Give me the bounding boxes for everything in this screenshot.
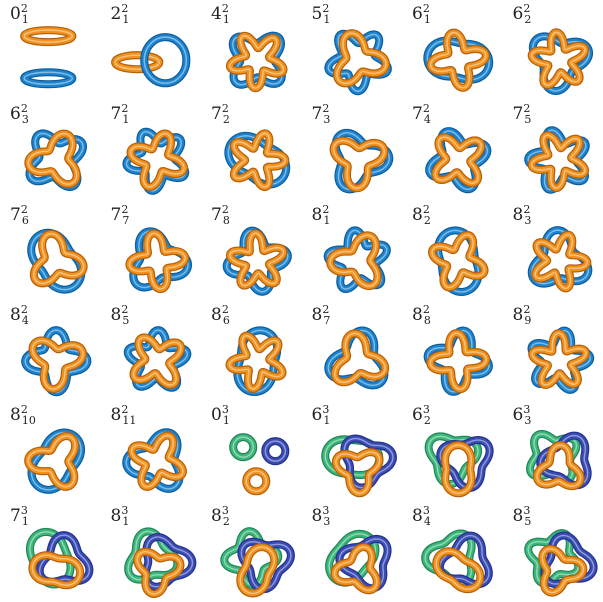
link-cell: 631	[302, 401, 403, 501]
link-diagram	[201, 401, 302, 501]
link-diagram	[0, 100, 101, 200]
link-diagram	[503, 100, 603, 200]
link-diagram	[201, 100, 302, 200]
link-cell: 632	[402, 401, 503, 501]
component-blue	[428, 331, 489, 392]
link-diagram	[402, 301, 503, 401]
component-orange	[133, 337, 181, 385]
link-diagram	[101, 100, 202, 200]
link-cell: 031	[201, 401, 302, 501]
link-cell: 822	[402, 201, 503, 301]
link-diagram	[101, 301, 202, 401]
link-diagram	[101, 502, 202, 602]
link-cell: 831	[101, 502, 202, 602]
link-diagram	[302, 201, 403, 301]
link-cell: 832	[201, 502, 302, 602]
link-cell: 633	[503, 401, 603, 501]
link-cell: 823	[503, 201, 603, 301]
link-diagram	[0, 502, 101, 602]
link-cell: 829	[503, 301, 603, 401]
link-diagram	[503, 502, 603, 602]
link-diagram	[503, 301, 603, 401]
link-cell: 521	[302, 0, 403, 100]
link-cell: 834	[402, 502, 503, 602]
link-cell: 727	[101, 201, 202, 301]
link-diagram	[302, 0, 403, 100]
component-orange	[131, 436, 182, 487]
link-diagram	[101, 201, 202, 301]
link-diagram	[302, 301, 403, 401]
link-diagram	[503, 0, 603, 100]
component-orange	[430, 333, 486, 389]
link-cell: 833	[302, 502, 403, 602]
link-cell: 421	[201, 0, 302, 100]
link-cell: 221	[101, 0, 202, 100]
link-cell: 835	[503, 502, 603, 602]
link-diagram	[201, 0, 302, 100]
link-diagram	[302, 100, 403, 200]
link-cell: 725	[503, 100, 603, 200]
link-diagram	[0, 401, 101, 501]
link-diagram	[0, 201, 101, 301]
link-cell: 827	[302, 301, 403, 401]
link-cell: 723	[302, 100, 403, 200]
link-cell: 621	[402, 0, 503, 100]
component-orange	[435, 138, 481, 184]
link-diagram	[201, 502, 302, 602]
component-orange	[115, 55, 159, 69]
component-orange	[246, 472, 266, 492]
link-cell: 8210	[0, 401, 101, 501]
link-cell: 731	[0, 502, 101, 602]
component-navy	[265, 441, 285, 461]
link-cell: 825	[101, 301, 202, 401]
link-cell: 824	[0, 301, 101, 401]
link-diagram	[402, 401, 503, 501]
link-diagram	[101, 401, 202, 501]
link-diagram	[402, 100, 503, 200]
link-diagram	[201, 201, 302, 301]
link-diagram	[0, 301, 101, 401]
link-cell: 623	[0, 100, 101, 200]
link-cell: 021	[0, 0, 101, 100]
link-cell: 828	[402, 301, 503, 401]
link-diagram	[101, 0, 202, 100]
link-cell: 726	[0, 201, 101, 301]
link-diagram	[402, 0, 503, 100]
link-cell: 821	[302, 201, 403, 301]
link-cell: 622	[503, 0, 603, 100]
link-diagram	[402, 502, 503, 602]
link-diagram	[503, 201, 603, 301]
link-cell: 8211	[101, 401, 202, 501]
component-orange	[230, 233, 284, 285]
link-diagram	[201, 301, 302, 401]
link-cell: 826	[201, 301, 302, 401]
link-cell: 728	[201, 201, 302, 301]
link-diagram	[503, 401, 603, 501]
link-cell: 721	[101, 100, 202, 200]
link-diagram	[302, 502, 403, 602]
component-orange	[24, 30, 72, 42]
component-orange	[432, 235, 484, 287]
link-cell: 724	[402, 100, 503, 200]
component-green	[233, 437, 253, 457]
component-blue	[24, 72, 72, 84]
link-diagram	[402, 201, 503, 301]
link-diagram	[0, 0, 101, 100]
link-cell: 722	[201, 100, 302, 200]
link-diagram	[302, 401, 403, 501]
